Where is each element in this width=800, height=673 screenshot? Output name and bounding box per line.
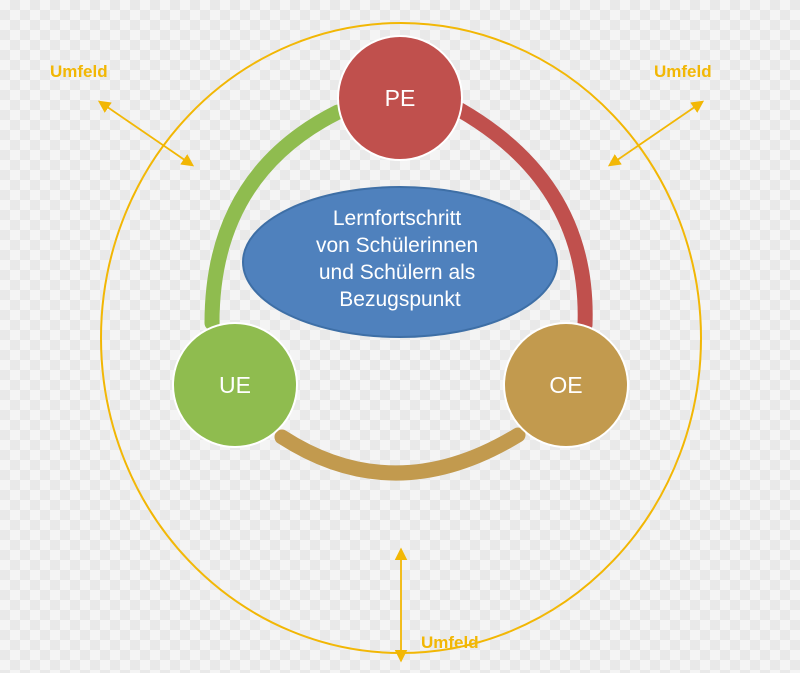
arc-pe-oe (452, 102, 593, 333)
arrow-top-left (97, 100, 195, 167)
node-ue: UE (172, 322, 298, 448)
node-pe: PE (337, 35, 463, 161)
umfeld-label-bottom: Umfeld (421, 633, 479, 652)
umfeld-label-top-right: Umfeld (654, 62, 712, 81)
center-line-1: Lernfortschritt (333, 207, 462, 230)
arrow-top-right (607, 100, 705, 167)
node-oe-circle (503, 322, 629, 448)
arc-oe-ue (274, 427, 526, 481)
node-pe-label: PE (385, 85, 416, 111)
center-line-3: und Schülern als (319, 261, 475, 284)
arc-ue-pe (204, 104, 346, 331)
node-oe-label: OE (549, 372, 582, 398)
center-ellipse (242, 186, 558, 338)
center-line-4: Bezugspunkt (339, 288, 461, 311)
node-ue-label: UE (219, 372, 251, 398)
center-line-2: von Schülerinnen (316, 234, 478, 257)
node-pe-circle (337, 35, 463, 161)
node-oe: OE (503, 322, 629, 448)
umfeld-label-top-left: Umfeld (50, 62, 108, 81)
center-text: Lernfortschritt von Schülerinnen und Sch… (316, 207, 484, 311)
node-ue-circle (172, 322, 298, 448)
